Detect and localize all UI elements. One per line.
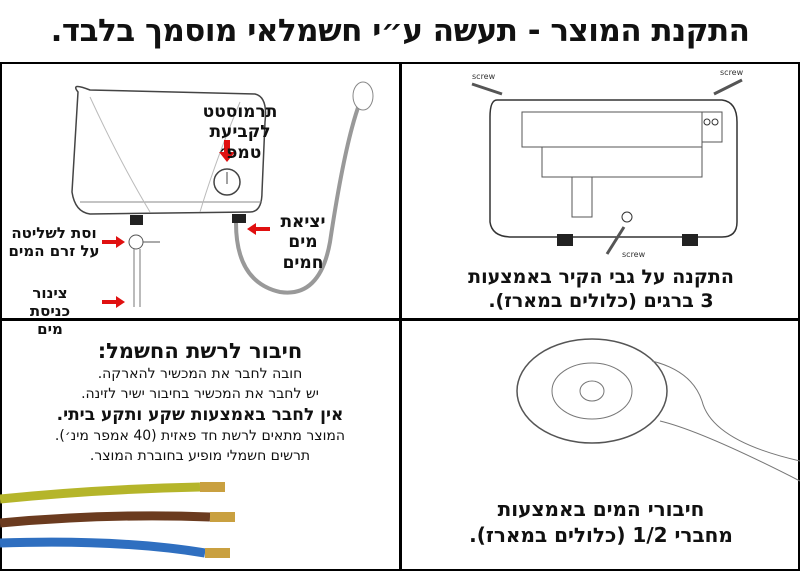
heater-illustration [71,81,374,308]
panel-wall-mounting: screw screw screw התקנה על גבי הקיר באמצ… [402,62,800,318]
callout-arrows [102,140,270,308]
screw-label-bottom: screw [622,250,646,259]
wall-caption-line2: 3 ברגים (כלולים במארז). [488,290,714,312]
water-caption-line2: מחברי 1/2 (כלולים במארז). [469,523,733,547]
electrical-line-1: חובה לחבר את המכשיר להארקה. [97,366,303,382]
wall-mount-illustration [471,78,743,255]
electrical-line-2: יש לחבר את המכשיר בחיבור ישיר לזינה. [81,386,319,402]
inlet-pipe-label: צינור כניסת מים [29,284,71,338]
wire-brown [0,511,211,528]
panel-water-connections: חיבורי המים באמצעות מחברי 1/2 (כלולים במ… [402,321,800,571]
wall-caption-line1: התקנה על גבי הקיר באמצעות [468,266,734,288]
page-title: התקנת המוצר - תעשה ע״י חשמלאי מוסמך בלבד… [50,13,750,49]
electrical-warning: אין לחבר באמצעות שקע ותקע ביתי. [56,405,344,425]
panel-electrical: חיבור לרשת החשמל: חובה לחבר את המכשיר לה… [0,338,400,466]
flow-valve-label: וסת לשליטה על זרם המים [8,224,100,260]
wire-yellow-green [0,482,201,504]
panel-heater: תרמוסטט לקביעת טמפ׳ יציאת מים חמים וסת ל… [0,62,400,338]
electrical-heading: חיבור לרשת החשמל: [97,339,303,363]
thermostat-label: תרמוסטט לקביעת טמפ׳ [202,102,278,163]
screw-label-right: screw [720,68,744,77]
electrical-line-4: המוצר מתאים לרשת חד פאזית (40 אמפר מינ׳)… [54,428,346,444]
wire-blue [0,537,206,558]
wires-illustration [0,482,235,558]
water-caption-line1: חיבורי המים באמצעות [497,497,705,521]
divider-vertical [399,62,402,571]
hot-water-outlet-label: יציאת מים חמים [280,212,326,273]
screw-label-left: screw [472,72,496,81]
electrical-line-5: תרשים חשמלי מופיע בחוברת המוצר. [89,448,311,464]
connector-illustration [516,338,800,482]
